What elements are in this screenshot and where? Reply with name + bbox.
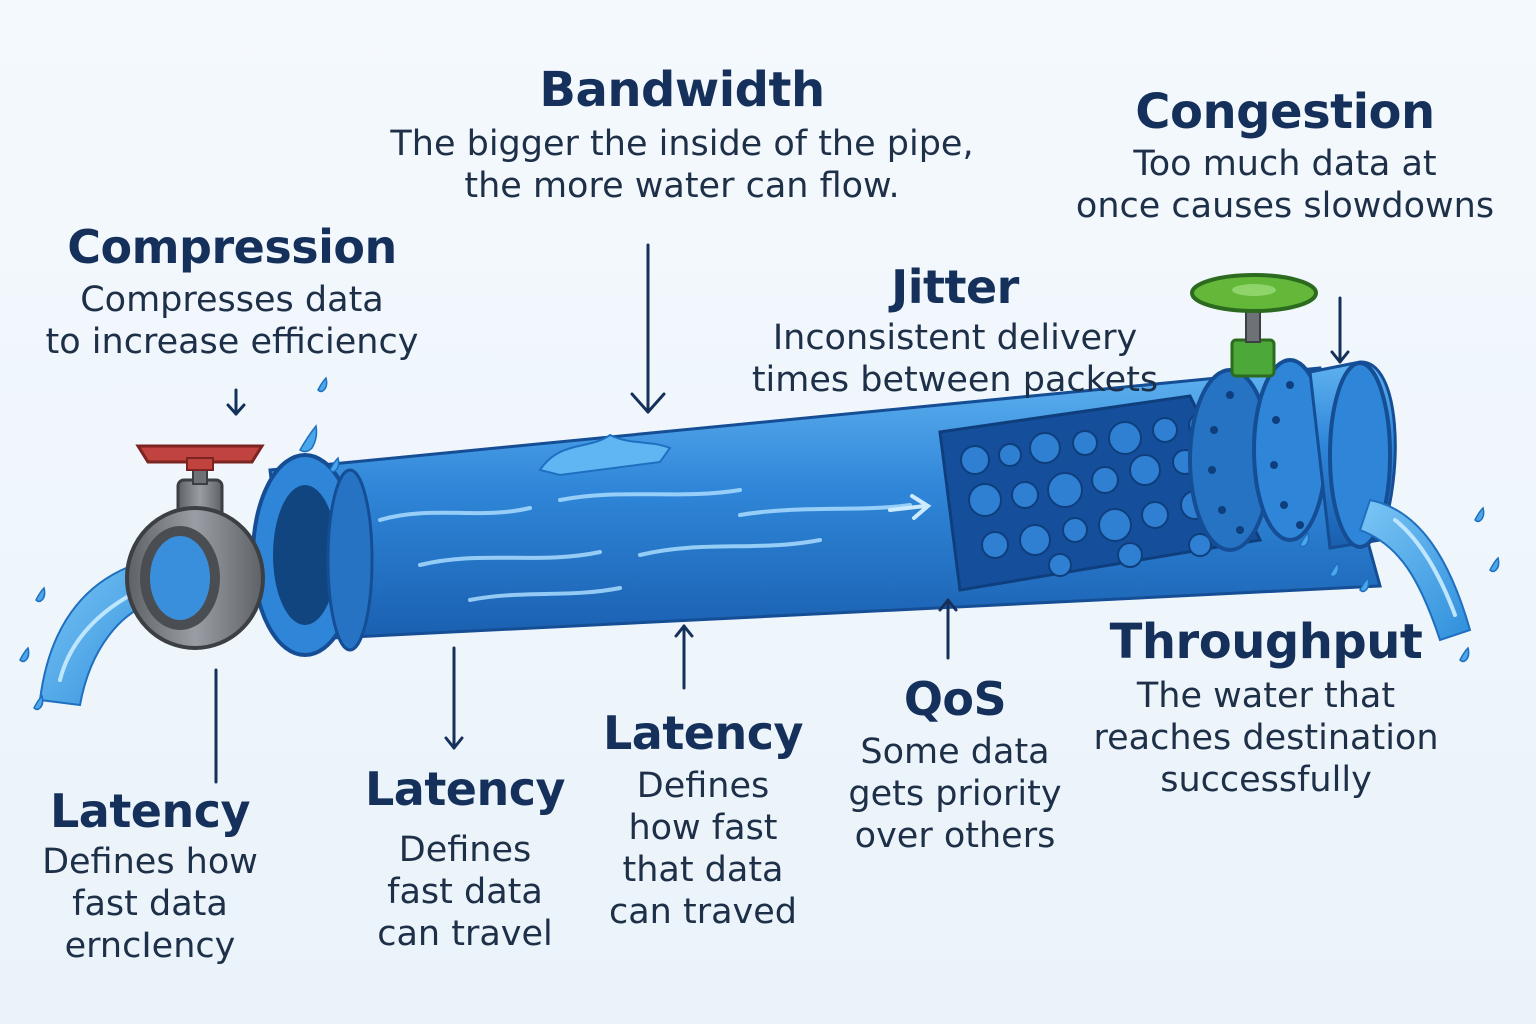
water-drop-icons — [19, 376, 1500, 711]
throughput-desc-line-1: The water that — [1136, 675, 1396, 716]
packet-bubble-icon — [1047, 472, 1083, 508]
packet-bubble-icon — [981, 531, 1009, 559]
congestion-desc-line-2: once causes slowdowns — [1075, 185, 1495, 226]
latency-label-2: Latency Defines fast data can travel — [350, 764, 580, 955]
latency-3-title: Latency — [602, 706, 804, 760]
packet-bubble-icon — [1091, 466, 1119, 494]
latency-1-desc-line-2: fast data — [72, 883, 228, 924]
packet-bubble-icon — [968, 483, 1002, 517]
compression-label: Compression Compresses data to increase … — [22, 222, 442, 363]
qos-desc-line-2: gets priority — [848, 773, 1062, 814]
right-gate-valve-icon — [1188, 273, 1328, 552]
latency-2-desc-line-1: Defines — [398, 829, 532, 870]
qos-desc-line-1: Some data — [860, 731, 1050, 772]
latency-3-desc-line-2: how fast — [628, 807, 778, 848]
compression-title: Compression — [67, 220, 397, 274]
arrow-down-icon — [630, 243, 666, 414]
packet-bubble-icon — [1117, 542, 1143, 568]
arrow-down-icon — [444, 646, 464, 750]
latency-2-desc-line-3: can travel — [377, 913, 553, 954]
water-ripples — [378, 488, 912, 602]
packet-bubble-icon — [1019, 524, 1051, 556]
latency-1-title: Latency — [49, 784, 251, 838]
packet-bubble-icon — [1129, 454, 1161, 486]
bandwidth-label: Bandwidth The bigger the inside of the p… — [362, 64, 1002, 207]
throughput-label: Throughput The water that reaches destin… — [1076, 616, 1456, 801]
latency-1-desc-line-1: Defines how — [42, 841, 258, 882]
bandwidth-title: Bandwidth — [539, 62, 825, 118]
arrow-up-icon — [938, 598, 958, 660]
congestion-title: Congestion — [1135, 84, 1435, 140]
flow-arrow-icon — [888, 494, 932, 520]
bandwidth-desc-line-1: The bigger the inside of the pipe, — [390, 123, 974, 164]
pointer-arrows — [214, 243, 1350, 784]
packet-bubble-icon — [1062, 517, 1088, 543]
compression-desc-line-2: to increase efficiency — [45, 321, 419, 362]
packet-bubble-icon — [1048, 553, 1072, 577]
packet-bubble-icon — [998, 443, 1022, 467]
latency-label-3: Latency Defines how fast that data can t… — [578, 708, 828, 933]
arrow-up-icon — [674, 624, 694, 690]
pipe-splash — [538, 433, 672, 477]
packet-bubble-icon — [1098, 508, 1132, 542]
congestion-label: Congestion Too much data at once causes … — [1050, 86, 1520, 227]
jitter-title: Jitter — [891, 260, 1019, 314]
throughput-desc-line-2: reaches destination — [1093, 717, 1439, 758]
latency-2-title: Latency — [364, 762, 566, 816]
packet-bubbles — [960, 413, 1243, 577]
packet-bubble-icon — [960, 445, 990, 475]
packet-bubble-icon — [1011, 481, 1039, 509]
packet-bubble-icon — [1072, 430, 1098, 456]
jitter-desc-line-1: Inconsistent delivery — [772, 317, 1138, 358]
compression-desc-line-1: Compresses data — [80, 279, 384, 320]
latency-2-desc-line-2: fast data — [387, 871, 543, 912]
left-gate-valve-icon — [125, 444, 265, 650]
packet-bubble-icon — [1029, 432, 1061, 464]
jitter-label: Jitter Inconsistent delivery times betwe… — [730, 262, 1180, 401]
throughput-title: Throughput — [1109, 614, 1423, 670]
packet-bubble-icon — [1108, 421, 1142, 455]
qos-title: QoS — [903, 672, 1007, 726]
latency-3-desc-line-1: Defines — [636, 765, 770, 806]
latency-3-desc-line-4: can traved — [608, 891, 798, 932]
jitter-desc-line-2: times between packets — [751, 359, 1159, 400]
qos-desc-line-3: over others — [854, 815, 1056, 856]
bandwidth-desc-line-2: the more water can flow. — [464, 165, 900, 206]
latency-3-desc-line-3: that data — [622, 849, 784, 890]
latency-1-desc-line-3: erncIency — [64, 925, 236, 966]
arrow-down-icon — [1330, 296, 1350, 364]
congestion-desc-line-1: Too much data at — [1133, 143, 1437, 184]
packet-bubble-icon — [1152, 417, 1178, 443]
packet-bubble-icon — [1188, 533, 1212, 557]
arrow-down-icon — [226, 388, 246, 416]
qos-label: QoS Some data gets priority over others — [830, 674, 1080, 857]
packet-bubble-icon — [1141, 501, 1169, 529]
latency-label-1: Latency Defines how fast data erncIency — [20, 786, 280, 967]
throughput-desc-line-3: successfully — [1160, 759, 1372, 800]
right-water-stream — [1358, 498, 1472, 642]
